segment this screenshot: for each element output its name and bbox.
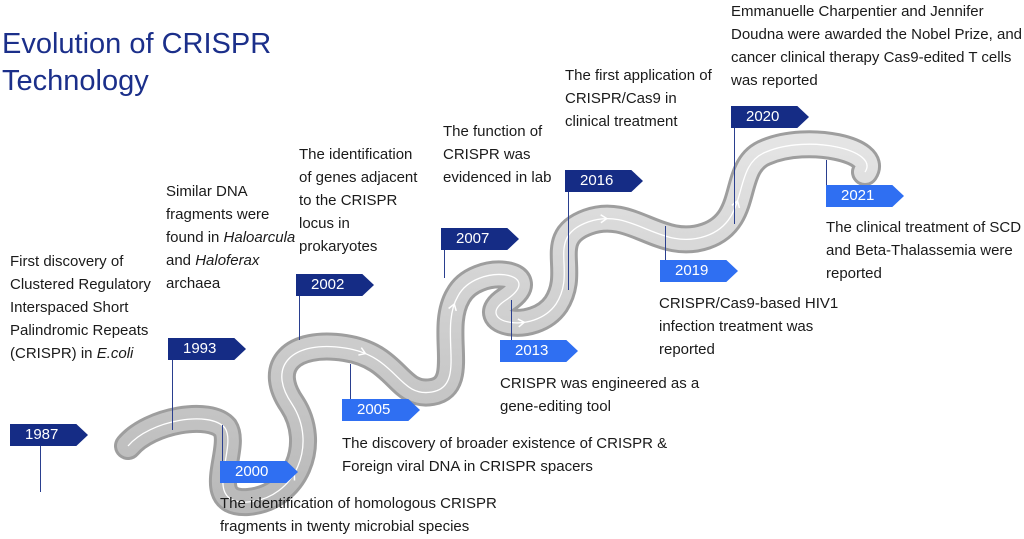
event-text-1993: Similar DNA fragments were found in Halo… bbox=[166, 183, 296, 292]
event-text-2002: The identification of genes adjacent to … bbox=[299, 146, 418, 255]
road-direction-arrow bbox=[448, 302, 457, 312]
marker-line-2016 bbox=[568, 192, 569, 290]
italic-term: E.coli bbox=[96, 345, 134, 362]
year-flag-2019: 2019 bbox=[660, 260, 738, 282]
marker-line-2013 bbox=[511, 300, 512, 340]
year-flag-2021: 2021 bbox=[826, 185, 904, 207]
year-flag-2007: 2007 bbox=[441, 228, 519, 250]
event-text-2000: The identification of homologous CRISPR … bbox=[220, 495, 497, 535]
marker-line-2002 bbox=[299, 296, 300, 340]
year-flag-2005: 2005 bbox=[342, 399, 420, 421]
year-flag-1993: 1993 bbox=[168, 338, 246, 360]
road-direction-arrow bbox=[517, 318, 526, 328]
year-flag-2000: 2000 bbox=[220, 461, 298, 483]
year-flag-1987: 1987 bbox=[10, 424, 88, 446]
marker-line-2007 bbox=[444, 250, 445, 278]
marker-line-2005 bbox=[350, 364, 351, 400]
road-direction-arrow bbox=[731, 199, 741, 209]
diagram-title: Evolution of CRISPR Technology bbox=[2, 28, 272, 97]
event-text-2007: The function of CRISPR was evidenced in … bbox=[443, 123, 552, 186]
marker-line-1987 bbox=[40, 446, 41, 492]
event-text-2021: The clinical treatment of SCD and Beta-T… bbox=[826, 219, 1022, 282]
year-flag-2020: 2020 bbox=[731, 106, 809, 128]
marker-line-2019 bbox=[665, 226, 666, 260]
road-direction-arrow bbox=[600, 214, 609, 224]
marker-line-2020 bbox=[734, 128, 735, 224]
event-text-2013: CRISPR was engineered as a gene-editing … bbox=[500, 375, 700, 415]
event-text-1987: First discovery of Clustered Regulatory … bbox=[10, 253, 151, 362]
road-direction-arrow bbox=[358, 347, 367, 356]
event-text-2005: The discovery of broader existence of CR… bbox=[342, 435, 668, 475]
marker-line-1993 bbox=[172, 360, 173, 430]
year-flag-2002: 2002 bbox=[296, 274, 374, 296]
event-text-2020: Emmanuelle Charpentier and Jennifer Doud… bbox=[731, 3, 1023, 89]
year-flag-2016: 2016 bbox=[565, 170, 643, 192]
event-text-2019: CRISPR/Cas9-based HIV1 infection treatme… bbox=[659, 295, 839, 358]
italic-term: Haloferax bbox=[195, 252, 260, 269]
marker-line-2021 bbox=[826, 160, 827, 186]
year-flag-2013: 2013 bbox=[500, 340, 578, 362]
event-text-2016: The first application of CRISPR/Cas9 in … bbox=[565, 67, 712, 130]
road-centerline bbox=[127, 143, 868, 503]
italic-term: Haloarcula bbox=[223, 229, 296, 246]
marker-line-2000 bbox=[222, 425, 223, 461]
